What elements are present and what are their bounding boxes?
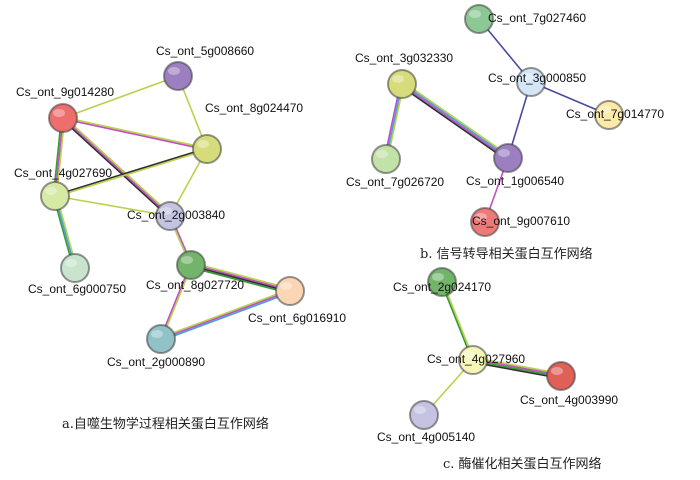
- node-highlight: [463, 351, 475, 359]
- node-highlight: [469, 10, 481, 18]
- node-label-6g000750: Cs_ont_6g000750: [28, 282, 126, 296]
- node-highlight: [45, 187, 57, 195]
- caption-c: c. 酶催化相关蛋白互作网络: [443, 456, 602, 472]
- node-highlight: [376, 150, 388, 158]
- node-highlight: [53, 109, 65, 117]
- node-highlight: [432, 273, 444, 281]
- edge-strand: [63, 116, 208, 149]
- node-label-5g008660: Cs_ont_5g008660: [156, 44, 254, 58]
- edge-strand: [400, 85, 508, 161]
- node-label-7g027460: Cs_ont_7g027460: [488, 11, 586, 25]
- node-highlight: [168, 67, 180, 75]
- edge-b-3g032330-1g006540: [400, 81, 510, 161]
- node-5g008660[interactable]: [163, 61, 193, 91]
- node-highlight: [599, 106, 611, 114]
- node-label-6g016910: Cs_ont_6g016910: [248, 311, 346, 325]
- caption-b: b. 信号转导相关蛋白互作网络: [420, 246, 593, 262]
- edge-a-9g014280-5g008660: [62, 75, 179, 119]
- edge-a-2g000890-6g016910: [160, 288, 291, 342]
- edge-strand: [402, 81, 510, 157]
- edge-strand: [473, 356, 562, 375]
- edge-strand: [401, 84, 508, 160]
- edge-strand: [54, 149, 208, 198]
- node-highlight: [280, 282, 292, 290]
- edge-strand: [402, 82, 509, 159]
- node-highlight: [521, 73, 533, 81]
- node-highlight: [475, 213, 487, 221]
- node-label-4g027960: Cs_ont_4g027960: [427, 352, 525, 366]
- node-label-9g007610: Cs_ont_9g007610: [472, 214, 570, 228]
- node-highlight: [414, 406, 426, 414]
- edge-strand: [160, 290, 291, 340]
- node-3g032330[interactable]: [387, 69, 417, 99]
- edge-strand: [62, 117, 207, 151]
- node-label-7g026720: Cs_ont_7g026720: [346, 175, 444, 189]
- edge-strand: [62, 75, 179, 119]
- edge-a-9g014280-2g003840: [61, 116, 172, 218]
- node-4g005140[interactable]: [409, 400, 439, 430]
- node-6g000750[interactable]: [60, 253, 90, 283]
- node-2g000890[interactable]: [146, 324, 176, 354]
- node-6g016910[interactable]: [275, 276, 305, 306]
- node-label-4g003990: Cs_ont_4g003990: [520, 393, 618, 407]
- nodes-layer: [40, 4, 624, 430]
- edge-a-4g027690-2g003840: [54, 195, 171, 217]
- node-label-2g024170: Cs_ont_2g024170: [393, 280, 491, 294]
- node-highlight: [151, 330, 163, 338]
- node-label-4g027690: Cs_ont_4g027690: [14, 166, 112, 180]
- edge-strand: [63, 116, 172, 216]
- edge-strand: [62, 117, 171, 217]
- node-1g006540[interactable]: [493, 143, 523, 173]
- node-8g027720[interactable]: [176, 250, 206, 280]
- node-label-3g032330: Cs_ont_3g032330: [355, 51, 453, 65]
- edge-a-9g014280-8g024470: [62, 116, 208, 151]
- node-4g027690[interactable]: [40, 181, 70, 211]
- edge-strand: [191, 263, 291, 291]
- edge-strand: [190, 265, 290, 293]
- labels-layer: Cs_ont_5g008660Cs_ont_9g014280Cs_ont_8g0…: [14, 11, 664, 444]
- node-label-2g000890: Cs_ont_2g000890: [107, 355, 205, 369]
- node-highlight: [551, 367, 563, 375]
- node-2g003840[interactable]: [155, 201, 185, 231]
- node-highlight: [498, 149, 510, 157]
- edge-strand: [61, 118, 170, 218]
- caption-a: a.自噬生物学过程相关蛋白互作网络: [62, 416, 269, 432]
- node-7g026720[interactable]: [371, 144, 401, 174]
- node-label-9g014280: Cs_ont_9g014280: [16, 85, 114, 99]
- edge-strand: [161, 291, 291, 342]
- node-4g027960[interactable]: [458, 345, 488, 375]
- edge-a-4g027690-8g024470: [54, 147, 208, 198]
- edge-a-8g027720-6g016910: [190, 261, 291, 295]
- node-4g003990[interactable]: [546, 361, 576, 391]
- node-label-7g014770: Cs_ont_7g014770: [566, 107, 664, 121]
- node-label-8g024470: Cs_ont_8g024470: [205, 101, 303, 115]
- node-highlight: [160, 207, 172, 215]
- node-label-1g006540: Cs_ont_1g006540: [466, 174, 564, 188]
- node-9g007610[interactable]: [470, 207, 500, 237]
- node-7g014770[interactable]: [594, 100, 624, 130]
- edge-strand: [54, 147, 208, 196]
- node-label-4g005140: Cs_ont_4g005140: [377, 430, 475, 444]
- node-highlight: [392, 75, 404, 83]
- node-highlight: [181, 256, 193, 264]
- node-label-3g000850: Cs_ont_3g000850: [488, 71, 586, 85]
- node-label-2g003840: Cs_ont_2g003840: [127, 208, 225, 222]
- node-9g014280[interactable]: [48, 103, 78, 133]
- node-8g024470[interactable]: [192, 134, 222, 164]
- node-highlight: [197, 140, 209, 148]
- edge-strand: [190, 266, 290, 295]
- node-2g024170[interactable]: [427, 267, 457, 297]
- edge-strand: [160, 288, 290, 339]
- node-highlight: [65, 259, 77, 267]
- node-3g000850[interactable]: [516, 67, 546, 97]
- node-7g027460[interactable]: [464, 4, 494, 34]
- edge-strand: [54, 195, 171, 217]
- node-label-8g027720: Cs_ont_8g027720: [146, 278, 244, 292]
- edge-strand: [191, 261, 291, 290]
- edge-strand: [472, 361, 561, 380]
